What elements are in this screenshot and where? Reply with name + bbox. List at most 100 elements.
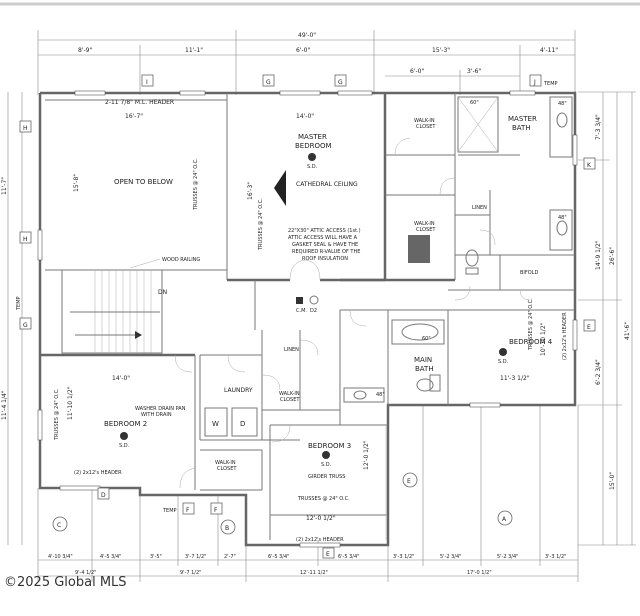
smoke-detector-icon [120, 432, 128, 440]
b3-header-label: (2) 2x12's HEADER [296, 537, 344, 543]
cm-label: C.M. [296, 308, 307, 314]
washer-note-1: WASHER DRAIN PAN [135, 406, 186, 412]
bottom-dim-row2-3: 12'-11 1/2" [300, 570, 328, 576]
tag-k: K [587, 162, 592, 169]
tag-g-1: G [266, 79, 271, 86]
top-dimension-lines: 49'-0" 8'-9" 11'-1" 6'-0" 15'-3" 4'-11" … [37, 30, 576, 95]
top-dim-row2-2: 3'-6" [467, 68, 481, 75]
tag-f-2: F [214, 507, 218, 514]
b2-width-label: 14'-0" [112, 375, 130, 382]
bottom-dim-row2-4: 17'-0 1/2" [467, 570, 492, 576]
walk-in-closet-2-label-1: WALK-IN [414, 221, 435, 227]
b3-width-label: 12'-0 1/2" [306, 515, 336, 522]
master-bath-label-2: BATH [512, 124, 531, 132]
tag-b: B [225, 525, 229, 532]
tag-a: A [502, 516, 507, 523]
girder-label: GIRDER TRUSS [308, 474, 345, 480]
wood-railing-label: WOOD RAILING [162, 257, 200, 263]
b4-depth-label: 10'-10 1/2" [540, 322, 547, 356]
bedroom4-label: BEDROOM 4 [509, 338, 553, 346]
top-dim-4: 15'-3" [432, 47, 450, 54]
attic-note-3: GASKET SEAL & HAVE THE [292, 242, 358, 248]
tag-h-2: H [23, 236, 28, 243]
attic-note-2: ATTIC ACCESS WILL HAVE A [288, 235, 358, 241]
svg-text:S.D.: S.D. [119, 443, 130, 449]
trusses-label-3: TRUSSES @ 24" O.C. [54, 388, 60, 441]
tag-i: I [146, 79, 148, 86]
walk-in-closet-1-label-1: WALK-IN [414, 118, 435, 124]
temp-label-1: TEMP [543, 81, 558, 87]
smoke-detector-icon [322, 451, 330, 459]
master-bedroom-label-1: MASTER [298, 133, 327, 141]
ml-header-label: 2-11 7/8" M.L. HEADER [105, 99, 174, 106]
left-dim-2: 11'-4 1/4" [1, 390, 8, 420]
overall-depth-dim: 41'-6" [624, 322, 631, 340]
tag-e-3: E [326, 551, 330, 558]
bottom-dim-11: 3'-3 1/2" [545, 554, 566, 560]
bottom-dim-5: 2'-7" [224, 554, 236, 560]
linen-label: LINEN [284, 347, 299, 353]
vanity-3-size-label: 48" [376, 392, 385, 398]
bottom-dim-3: 3'-5" [150, 554, 162, 560]
b2-depth-label: 11'-10 1/2" [67, 386, 74, 420]
bottom-dim-4: 3'-7 1/2" [185, 554, 206, 560]
trusses-label-2: TRUSSES @ 24" O.C. [258, 198, 264, 251]
mb-width-label: 14'-0" [296, 113, 314, 120]
bedroom2-label: BEDROOM 2 [104, 420, 147, 428]
d2-label: D2 [310, 308, 317, 314]
dryer-d-label: D [240, 420, 245, 428]
top-dim-3: 6'-0" [296, 47, 310, 54]
right-dimension-lines: 7'-3 3/4" 14'-9 1/2" 26'-6" 6'-2 3/4" 15… [578, 91, 636, 546]
open-width-label: 16'-7" [125, 113, 143, 120]
bottom-dim-9: 5'-2 3/4" [440, 554, 461, 560]
right-dim-1: 7'-3 3/4" [595, 114, 602, 140]
smoke-detector-icon [308, 153, 316, 161]
smoke-detectors: S.D. S.D. S.D. S.D. [119, 153, 509, 468]
master-bedroom-label-2: BEDROOM [295, 142, 332, 150]
top-dim-5: 4'-11" [540, 47, 558, 54]
main-bath-label-1: MAIN [414, 356, 432, 364]
door-swings [174, 137, 531, 489]
svg-text:S.D.: S.D. [321, 462, 332, 468]
linen-mb-label: LINEN [472, 205, 487, 211]
left-dim-1: 11'-7" [1, 177, 8, 195]
attic-note-4: REQUIRED R-VALUE OF THE [292, 249, 360, 255]
walk-in-closet-4-label-2: CLOSET [217, 466, 237, 472]
vanity-1-size-label: 48" [558, 101, 567, 107]
dn-label: DN [158, 289, 167, 296]
tag-e-2: E [407, 478, 411, 485]
tag-f-1: F [186, 507, 190, 514]
cathedral-label: CATHEDRAL CEILING [296, 181, 358, 188]
b4-header-label: (2) 2x12's HEADER [562, 312, 568, 360]
tag-j: J [533, 79, 536, 86]
walk-in-closet-2-label-2: CLOSET [416, 227, 436, 233]
right-dim-3: 26'-6" [609, 247, 616, 265]
tag-e-1: E [587, 324, 591, 331]
section-tags: H H I G G G J TEMP K E D F F TEMP TEMP B… [16, 74, 596, 559]
bottom-dim-row2-2: 9'-7 1/2" [180, 570, 201, 576]
tag-g-3: G [23, 322, 28, 329]
right-dim-2: 14'-9 1/2" [595, 240, 602, 270]
bottom-dim-row2-1: 9'-4 1/2" [75, 570, 96, 576]
main-bath-label-2: BATH [415, 365, 434, 373]
bottom-dim-1: 4'-10 3/4" [48, 554, 73, 560]
master-bath-label-1: MASTER [508, 115, 537, 123]
tag-c: C [57, 522, 61, 529]
vanity-2-size-label: 48" [558, 215, 567, 221]
top-dim-row2-1: 6'-0" [410, 68, 424, 75]
walk-in-closet-3-label-1: WALK-IN [279, 391, 300, 397]
attic-note-1: 22"X30" ATTIC ACCESS (1st.) [288, 228, 361, 234]
overall-width-dim: 49'-0" [298, 32, 316, 39]
temp-label-2: TEMP [162, 508, 177, 514]
top-dim-1: 8'-9" [78, 47, 92, 54]
stairs [61, 269, 163, 354]
bifold-label: BIFOLD [520, 270, 539, 276]
walk-in-closet-1-label-2: CLOSET [416, 124, 436, 130]
room-labels: 2-11 7/8" M.L. HEADER 16'-7" OPEN TO BEL… [54, 99, 568, 543]
interior-walls [40, 93, 575, 540]
bottom-dim-6: 6'-5 3/4" [268, 554, 289, 560]
bottom-dim-2: 4'-5 3/4" [100, 554, 121, 560]
trusses-label-1: TRUSSES @ 24" O.C. [193, 158, 199, 211]
laundry-label: LAUNDRY [224, 387, 253, 394]
